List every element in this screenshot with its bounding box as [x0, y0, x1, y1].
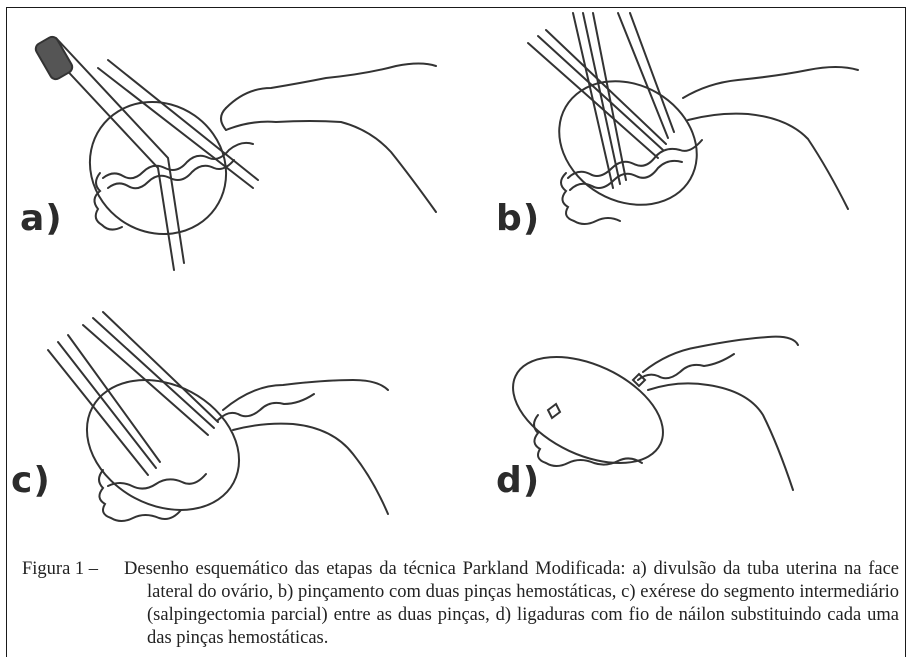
forceps-2	[573, 13, 613, 188]
panel-c: c)	[8, 310, 458, 580]
fallopian-tube	[638, 354, 734, 380]
panel-label-b: b)	[496, 198, 540, 239]
fimbria	[94, 173, 122, 230]
caption-body: Desenho esquemático das etapas da técnic…	[124, 559, 899, 648]
panel-a: a)	[8, 8, 458, 278]
fimbria	[99, 470, 181, 521]
fallopian-tube	[568, 140, 702, 178]
forceps-blade-1	[46, 48, 174, 270]
fallopian-tube-distal	[108, 474, 206, 489]
ligature-1	[548, 404, 560, 418]
panel-d-drawing	[458, 310, 908, 540]
fallopian-tube	[103, 143, 253, 178]
panel-b: b)	[458, 8, 908, 278]
panel-label-d: d)	[496, 460, 540, 501]
caption-text: Desenho esquemático das etapas da técnic…	[147, 558, 899, 650]
fallopian-tube-proximal	[218, 394, 314, 420]
panel-label-a: a)	[20, 198, 63, 239]
caption-prefix: Figura 1 –	[22, 558, 98, 581]
panel-label-c: c)	[11, 460, 51, 501]
panel-c-drawing	[8, 310, 458, 540]
forceps-handle	[34, 35, 75, 82]
panel-a-drawing	[8, 8, 458, 278]
panel-d: d)	[458, 310, 908, 580]
